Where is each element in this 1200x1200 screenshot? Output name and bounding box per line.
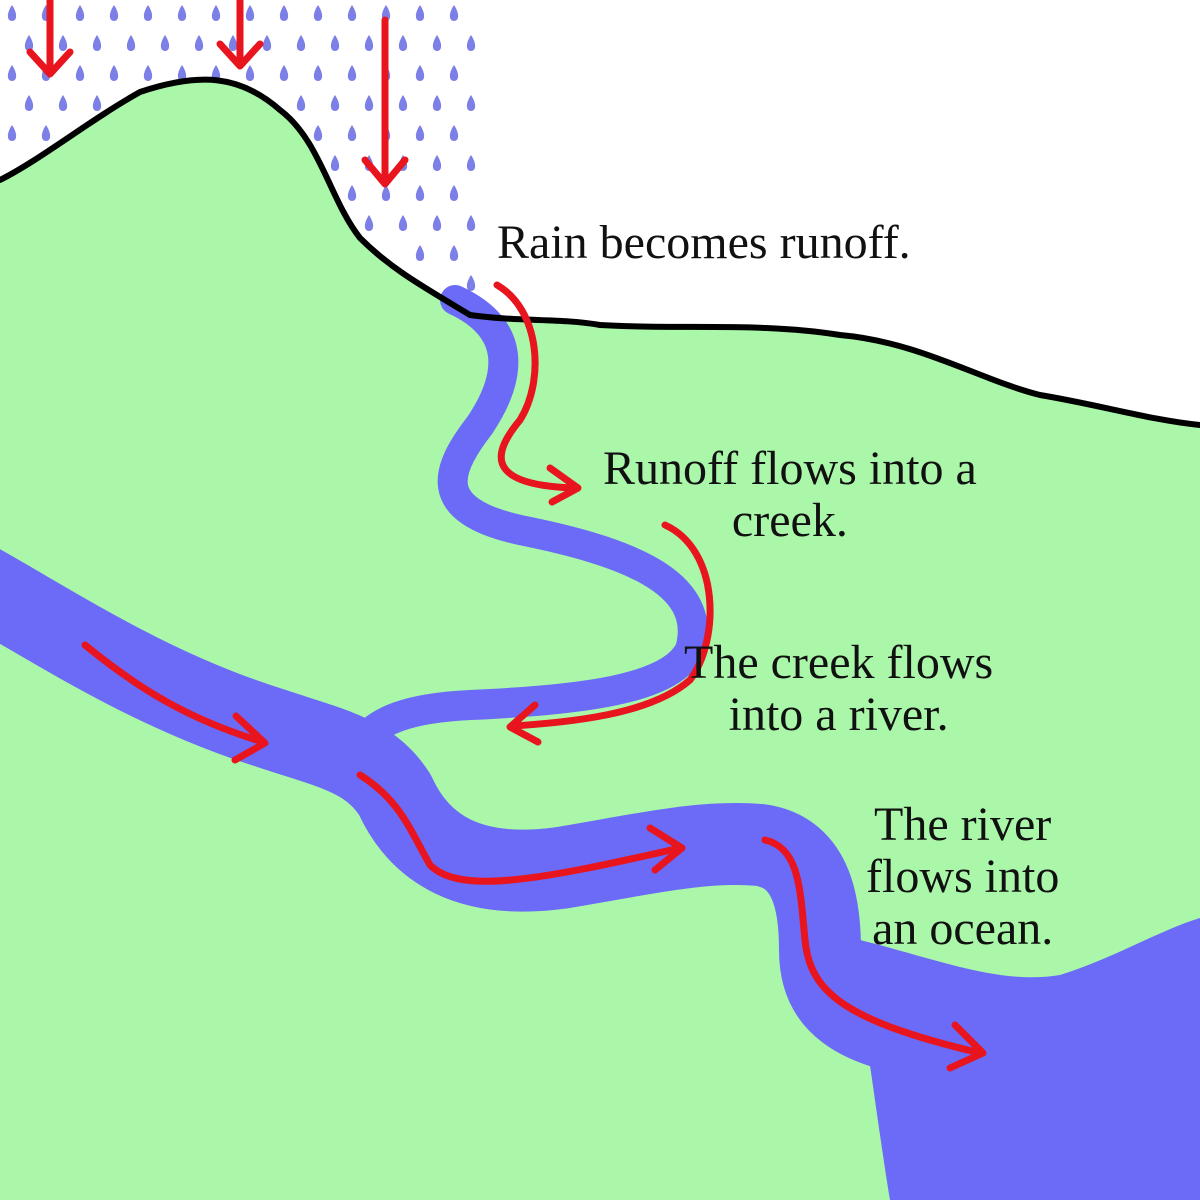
raindrop-icon xyxy=(313,125,323,141)
raindrop-icon xyxy=(245,5,255,21)
flow-arrow-icon xyxy=(356,771,686,885)
raindrop-icon xyxy=(415,245,425,261)
caption-rain-becomes-runoff: Rain becomes runoff. xyxy=(497,217,911,269)
raindrop-icon xyxy=(245,65,255,81)
raindrop-icon xyxy=(449,125,459,141)
raindrop-icon xyxy=(330,35,340,51)
caption-line: Runoff flows into a xyxy=(603,442,977,495)
raindrop-icon xyxy=(347,185,357,201)
caption-line: an ocean. xyxy=(872,902,1054,955)
raindrop-icon xyxy=(415,5,425,21)
caption-river-flows-into-ocean: The river flows into an ocean. xyxy=(866,799,1059,955)
raindrop-icon xyxy=(211,5,221,21)
raindrop-icon xyxy=(466,155,476,171)
raindrop-icon xyxy=(364,215,374,231)
raindrop-icon xyxy=(41,125,51,141)
raindrop-icon xyxy=(432,95,442,111)
raindrop-icon xyxy=(466,95,476,111)
creek xyxy=(345,285,708,760)
raindrop-icon xyxy=(398,215,408,231)
flow-arrow-icon xyxy=(506,521,714,746)
raindrop-icon xyxy=(211,65,221,81)
raindrop-icon xyxy=(466,35,476,51)
raindrop-icon xyxy=(398,35,408,51)
flow-arrow-icon xyxy=(81,641,269,764)
raindrop-icon xyxy=(194,35,204,51)
raindrop-icon xyxy=(75,65,85,81)
raindrop-icon xyxy=(449,185,459,201)
raindrop-icon xyxy=(143,65,153,81)
caption-line: The river xyxy=(874,798,1052,851)
caption-line: Rain becomes runoff. xyxy=(497,216,911,269)
down-arrow-icon xyxy=(361,16,409,188)
raindrop-icon xyxy=(313,65,323,81)
raindrop-icon xyxy=(92,35,102,51)
raindrop-icon xyxy=(7,65,17,81)
rain-arrows xyxy=(26,0,409,188)
raindrop-icon xyxy=(364,95,374,111)
raindrop-icon xyxy=(24,95,34,111)
raindrop-icon xyxy=(75,5,85,21)
raindrop-icon xyxy=(58,95,68,111)
raindrop-icon xyxy=(279,5,289,21)
down-arrow-icon xyxy=(216,0,264,70)
caption-line: into a river. xyxy=(728,688,949,741)
raindrop-icon xyxy=(381,185,391,201)
raindrop-icon xyxy=(330,95,340,111)
down-arrow-icon xyxy=(26,0,74,78)
raindrop-icon xyxy=(466,215,476,231)
raindrop-icon xyxy=(296,35,306,51)
raindrop-icon xyxy=(364,35,374,51)
raindrop-icon xyxy=(109,65,119,81)
raindrop-icon xyxy=(347,65,357,81)
raindrop-icon xyxy=(24,35,34,51)
caption-creek-flows-into-river: The creek flows into a river. xyxy=(684,637,993,741)
caption-line: The creek flows xyxy=(684,636,994,689)
raindrop-icon xyxy=(313,5,323,21)
raindrop-icon xyxy=(466,275,476,291)
raindrop-icon xyxy=(7,125,17,141)
raindrop-icon xyxy=(279,65,289,81)
raindrop-icon xyxy=(432,215,442,231)
raindrop-icon xyxy=(7,5,17,21)
raindrop-icon xyxy=(432,155,442,171)
raindrop-icon xyxy=(126,35,136,51)
hill-outline xyxy=(0,76,1200,428)
raindrop-icon xyxy=(415,125,425,141)
land xyxy=(0,79,1200,1200)
caption-runoff-flows-into-creek: Runoff flows into a creek. xyxy=(603,443,977,547)
raindrop-icon xyxy=(228,35,238,51)
raindrop-icon xyxy=(449,5,459,21)
raindrop-icon xyxy=(58,35,68,51)
raindrop-icon xyxy=(449,245,459,261)
raindrop-icon xyxy=(432,35,442,51)
raindrop-icon xyxy=(160,35,170,51)
flow-arrows xyxy=(81,281,987,1072)
raindrop-icon xyxy=(109,5,119,21)
caption-line: creek. xyxy=(731,494,848,547)
raindrop-icon xyxy=(296,95,306,111)
raindrop-icon xyxy=(330,155,340,171)
caption-line: flows into xyxy=(866,850,1060,903)
raindrop-icon xyxy=(177,5,187,21)
raindrop-icon xyxy=(415,185,425,201)
flow-arrow-icon xyxy=(493,281,582,506)
raindrop-icon xyxy=(415,65,425,81)
raindrop-icon xyxy=(347,5,357,21)
raindrop-icon xyxy=(92,95,102,111)
flow-arrow-icon xyxy=(761,836,987,1072)
river xyxy=(0,549,1051,1089)
raindrop-icon xyxy=(262,35,272,51)
raindrop-icon xyxy=(449,65,459,81)
raindrop-icon xyxy=(143,5,153,21)
raindrop-icon xyxy=(177,65,187,81)
raindrop-icon xyxy=(347,125,357,141)
raindrop-icon xyxy=(398,95,408,111)
